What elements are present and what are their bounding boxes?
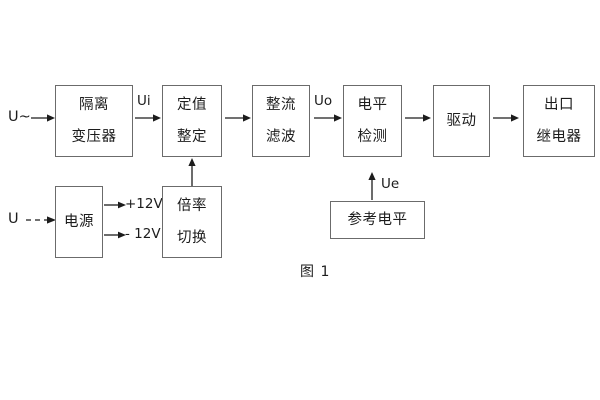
block-output-relay-line2: 继电器	[536, 128, 582, 145]
block-rectify-filter-line1: 整流	[266, 97, 296, 113]
figure-caption: 图 1	[300, 264, 331, 280]
block-ratio-switch-line1: 倍率	[177, 198, 207, 214]
block-reference-level-line1: 参考电平	[347, 211, 408, 228]
label-minus-12v: - 12V	[125, 226, 161, 242]
block-level-detect-line2: 检测	[357, 128, 388, 145]
arrow-dc-to-power-supply	[26, 216, 56, 224]
block-rectify-filter-line2: 滤波	[266, 128, 296, 145]
block-setting-value-line1: 定值	[177, 97, 207, 113]
arrow-rectify-to-level-detect	[314, 114, 342, 122]
block-level-detect-line1: 电平	[357, 97, 388, 113]
block-isolation-transformer: 隔离 变压器	[55, 85, 133, 157]
arrow-power-plus12v	[104, 201, 126, 209]
block-ratio-switch-line2: 切换	[177, 229, 207, 246]
block-setting-value-line2: 整定	[177, 128, 207, 145]
arrow-ratio-switch-to-setting	[188, 158, 196, 186]
block-isolation-transformer-line2: 变压器	[71, 128, 117, 145]
input-label-dc: U	[8, 211, 19, 227]
block-power-supply-line1: 电源	[64, 213, 94, 230]
block-drive: 驱动	[433, 85, 490, 157]
block-ratio-switch: 倍率 切换	[162, 186, 222, 258]
input-label-ac: U~	[8, 109, 31, 125]
arrow-level-detect-to-drive	[405, 114, 431, 122]
block-level-detect: 电平 检测	[343, 85, 402, 157]
arrow-isolation-to-setting	[135, 114, 161, 122]
label-plus-12v: +12V	[125, 196, 163, 212]
arrow-power-minus12v	[104, 231, 126, 239]
signal-label-ui: Ui	[137, 93, 151, 109]
block-rectify-filter: 整流 滤波	[252, 85, 310, 157]
block-power-supply: 电源	[55, 186, 103, 258]
arrow-drive-to-output-relay	[493, 114, 519, 122]
signal-label-ue: Ue	[381, 176, 400, 192]
arrow-reference-level-to-detect	[368, 172, 376, 200]
signal-label-uo: Uo	[314, 93, 333, 109]
block-setting-value: 定值 整定	[162, 85, 222, 157]
block-isolation-transformer-line1: 隔离	[79, 97, 109, 113]
arrow-setting-to-rectify	[225, 114, 251, 122]
arrow-ac-to-isolation	[31, 114, 55, 122]
block-reference-level: 参考电平	[330, 201, 425, 239]
block-output-relay: 出口 继电器	[523, 85, 595, 157]
block-drive-line1: 驱动	[446, 112, 477, 129]
block-output-relay-line1: 出口	[544, 97, 574, 113]
